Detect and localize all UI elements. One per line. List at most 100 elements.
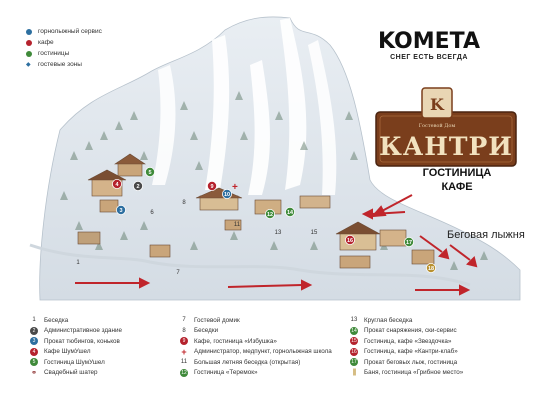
map-marker-label: 18	[428, 266, 434, 272]
sign-title: КАНТРИ	[379, 132, 513, 161]
legend-number: 13	[350, 317, 358, 324]
top-legend-item: гостиницы	[26, 48, 102, 59]
map-marker-label: 16	[347, 238, 353, 244]
legend-label: Гостиница ШумУшел	[44, 358, 105, 366]
top-legend: горнолыжный сервис кафе гостиницы ◆ гостевые…	[26, 26, 102, 70]
map-marker-2: 2	[132, 180, 143, 191]
map-marker-label: 17	[406, 240, 412, 246]
legend-label: Свадебный шатер	[44, 369, 98, 377]
map-marker-label: 13	[275, 230, 282, 236]
legend-badge: 12	[180, 368, 188, 377]
map-marker-13: 13	[275, 230, 282, 236]
map-marker-label: 10	[224, 192, 230, 198]
legend-label: Кафе ШумУшел	[44, 348, 91, 356]
legend-label: Круглая беседка	[364, 316, 413, 324]
legend-number: 11	[180, 359, 188, 366]
map-marker-10: 10	[221, 188, 232, 199]
legend-label: Прокат тюбингов, коньков	[44, 337, 120, 345]
map-marker-12: 12	[264, 208, 275, 219]
caption-line2: КАФЕ	[441, 181, 473, 193]
map-marker-6: 6	[150, 210, 154, 216]
top-legend-label: горнолыжный сервис	[38, 28, 102, 35]
caption-line1: ГОСТИНИЦА	[422, 167, 492, 179]
legend-label: Гостиница, кафе «Звездочка»	[364, 337, 452, 345]
map-marker-badge	[112, 178, 123, 189]
legend-item: 15 Гостиница, кафе «Звездочка»	[350, 336, 463, 347]
map-marker-14: 14	[284, 206, 295, 217]
ski-track-label: Беговая лыжня	[447, 229, 525, 241]
legend-item: ||| Баня, гостиница «Грибное место»	[350, 368, 464, 379]
map-marker-label: 8	[182, 200, 186, 206]
map-marker-5: 5	[144, 166, 155, 177]
legend-label: Гостевой домик	[194, 316, 240, 324]
legend-badge: 16	[350, 347, 358, 356]
map-marker-badge	[264, 208, 275, 219]
top-legend-label: кафе	[38, 39, 54, 46]
legend-badge: 3	[30, 337, 38, 346]
top-legend-item: горнолыжный сервис	[26, 26, 102, 37]
map-marker-badge	[206, 180, 217, 191]
map-marker-label: 5	[148, 170, 151, 176]
map-marker-17: 17	[403, 236, 414, 247]
svg-text:+: +	[232, 182, 238, 193]
map-marker-16: 16	[344, 234, 355, 245]
map-marker-label: 2	[136, 184, 139, 190]
map-marker-8: 8	[182, 200, 186, 206]
legend-dot-icon	[26, 28, 32, 35]
map-marker-18: 18	[425, 262, 436, 273]
legend-item: 13 Круглая беседка	[350, 315, 463, 326]
legend-dot-icon	[26, 50, 32, 57]
legend-item: +Администратор, медпункт, горнолыжная шк…	[180, 346, 331, 358]
legend-number: 1	[32, 317, 36, 324]
top-legend-label: гостиницы	[38, 50, 70, 57]
legend-label: Гостиница, кафе «Кантри-клаб»	[364, 348, 458, 356]
map-marker-label: 3	[119, 208, 122, 214]
legend-label: Большая летняя беседка (открытая)	[194, 358, 301, 366]
map-marker-badge	[221, 188, 232, 199]
map-marker-badge	[144, 166, 155, 177]
map-marker-label: 6	[150, 210, 154, 216]
map-marker-label: 14	[287, 210, 294, 216]
sign-subtitle: Гостевой Дом	[419, 123, 456, 129]
top-legend-item: ◆ гостевые зоны	[26, 59, 102, 70]
map-marker-7: 7	[176, 270, 180, 276]
map-marker-badge	[132, 180, 143, 191]
map-marker-3: 3	[116, 204, 127, 215]
brand-logo: KOMETA СНЕГ ЕСТЬ ВСЕГДА	[376, 30, 482, 62]
map-marker-badge	[116, 204, 127, 215]
legend-dot-icon: ◆	[26, 61, 31, 68]
legend-label: Гостиница «Теремок»	[194, 369, 258, 377]
legend-item: 3 Прокат тюбингов, коньков	[30, 336, 122, 347]
map-marker-badge	[425, 262, 436, 273]
legend-label: Баня, гостиница «Грибное место»	[364, 369, 464, 377]
map-marker-9: 9	[206, 180, 217, 191]
legend-item: 12 Гостиница «Теремок»	[180, 368, 332, 379]
map-marker-label: 4	[115, 182, 119, 188]
brand-slogan: СНЕГ ЕСТЬ ВСЕГДА	[390, 54, 468, 61]
top-legend-item: кафе	[26, 37, 102, 48]
bathhouse-icon: |||	[352, 369, 356, 377]
map-marker-11: 11	[234, 222, 241, 228]
legend-label: Прокат снаряжения, ски-сервис	[364, 327, 457, 335]
top-legend-label: гостевые зоны	[38, 61, 82, 68]
legend-badge: 2	[30, 326, 38, 335]
legend-badge: 4	[30, 347, 38, 356]
legend-badge: 5	[30, 358, 38, 367]
legend-item: 16 Гостиница, кафе «Кантри-клаб»	[350, 347, 463, 358]
legend-badge: 15	[350, 337, 358, 346]
medical-cross-icon: +	[181, 346, 187, 357]
map-marker-label: 7	[176, 270, 180, 276]
sign-letter: K	[430, 95, 445, 114]
wedding-rings-icon: ⚭	[31, 369, 37, 377]
country-caption: ГОСТИНИЦА КАФЕ	[392, 166, 522, 194]
legend-label: Кафе, гостиница «Избушка»	[194, 337, 277, 345]
map-marker-label: 9	[210, 184, 213, 190]
